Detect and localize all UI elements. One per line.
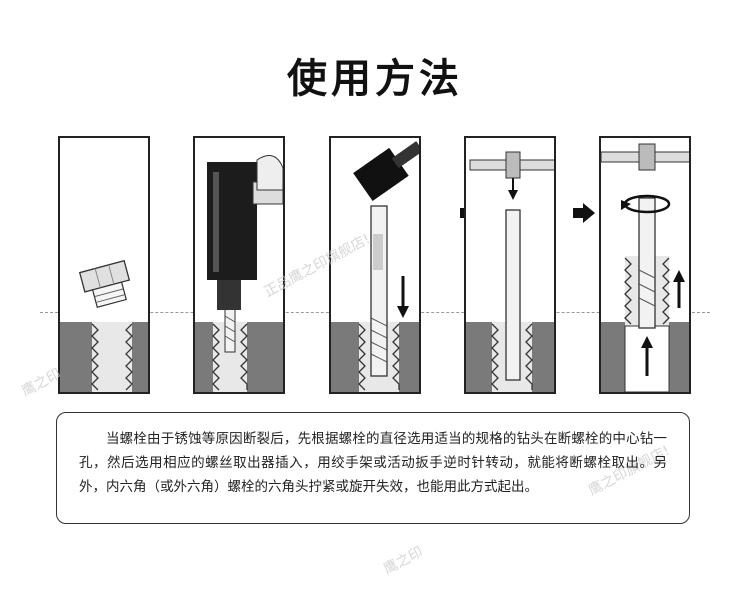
page-title: 使用方法 bbox=[287, 56, 463, 102]
next-step-arrow-icon bbox=[573, 203, 595, 223]
step-1-broken-bolt bbox=[58, 136, 150, 394]
step-3-hammer-in-extractor bbox=[329, 136, 421, 394]
instruction-diagram bbox=[0, 120, 750, 410]
step-2-drill-hole bbox=[193, 136, 285, 394]
watermark: 鹰之印 bbox=[381, 543, 426, 578]
step-4-attach-wrench bbox=[464, 136, 556, 394]
step-5-turn-counterclockwise bbox=[599, 136, 691, 394]
description-box: 当螺栓由于锈蚀等原因断裂后，先根据螺栓的直径选用适当的规格的钻头在断螺栓的中心钻… bbox=[56, 412, 690, 524]
description-text: 当螺栓由于锈蚀等原因断裂后，先根据螺栓的直径选用适当的规格的钻头在断螺栓的中心钻… bbox=[79, 431, 667, 495]
